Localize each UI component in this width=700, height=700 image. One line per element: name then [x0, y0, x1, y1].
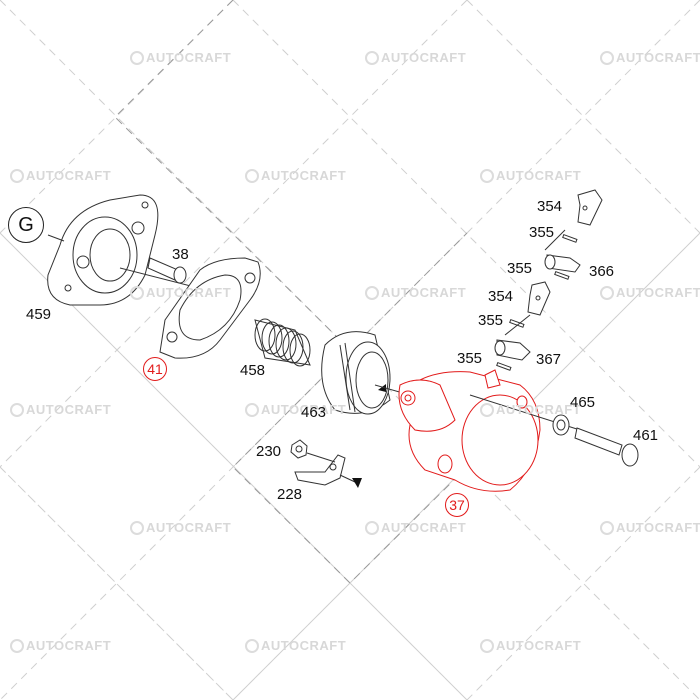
part-461-bolt [574, 427, 639, 467]
label-354-upper: 354 [537, 198, 563, 215]
label-367: 367 [536, 351, 562, 368]
watermark-logo: AUTOCRAFT [245, 402, 346, 417]
watermark-logo: AUTOCRAFT [600, 50, 700, 65]
watermark-logo: AUTOCRAFT [480, 402, 581, 417]
watermark-logo: AUTOCRAFT [130, 50, 231, 65]
watermark-ring-icon [600, 285, 614, 300]
label-355-b: 355 [507, 260, 533, 277]
watermark-text: AUTOCRAFT [26, 402, 112, 417]
watermark-logo: AUTOCRAFT [10, 638, 111, 653]
part-354-bolt-upper [577, 189, 603, 226]
watermark-logo: AUTOCRAFT [365, 520, 466, 535]
watermark-text: AUTOCRAFT [496, 168, 582, 183]
label-37: 37 [445, 493, 469, 517]
part-459-flange [47, 194, 159, 306]
watermark-ring-icon [245, 168, 259, 183]
watermark-logo: AUTOCRAFT [480, 168, 581, 183]
part-228-bracket [294, 454, 346, 486]
part-463-piston [321, 331, 391, 415]
watermark-ring-icon [245, 638, 259, 653]
watermark-ring-icon [480, 638, 494, 653]
label-461: 461 [633, 427, 659, 444]
label-354-lower: 354 [488, 288, 514, 305]
watermark-text: AUTOCRAFT [261, 168, 347, 183]
label-355-c: 355 [478, 312, 504, 329]
label-355-a: 355 [529, 224, 555, 241]
watermark-logo: AUTOCRAFT [600, 285, 700, 300]
label-465: 465 [570, 394, 596, 411]
frame-diamonds [114, 0, 468, 584]
watermark-ring-icon [10, 638, 24, 653]
watermark-logo: AUTOCRAFT [365, 285, 466, 300]
watermark-logo: AUTOCRAFT [245, 638, 346, 653]
label-41: 41 [143, 357, 167, 381]
part-355-washer [496, 234, 578, 371]
watermark-ring-icon [10, 168, 24, 183]
watermark-text: AUTOCRAFT [26, 168, 112, 183]
watermark-logo: AUTOCRAFT [130, 285, 231, 300]
part-230-nut [290, 439, 308, 459]
part-37-pump-body [398, 369, 541, 492]
part-458-spring [254, 318, 311, 367]
label-458: 458 [240, 362, 266, 379]
label-366: 366 [589, 263, 615, 280]
watermark-ring-icon [600, 520, 614, 535]
label-228: 228 [277, 486, 303, 503]
watermark-text: AUTOCRAFT [616, 285, 700, 300]
watermark-text: AUTOCRAFT [381, 285, 467, 300]
watermark-ring-icon [10, 402, 24, 417]
watermark-text: AUTOCRAFT [616, 520, 700, 535]
label-355-d: 355 [457, 350, 483, 367]
watermark-text: AUTOCRAFT [496, 402, 582, 417]
label-230: 230 [256, 443, 282, 460]
watermark-ring-icon [365, 520, 379, 535]
watermark-logo: AUTOCRAFT [365, 50, 466, 65]
label-38: 38 [172, 246, 189, 263]
label-463: 463 [301, 404, 327, 421]
watermark-ring-icon [365, 50, 379, 65]
part-354-bolt-lower [527, 281, 551, 316]
part-465-washer [552, 414, 570, 436]
label-459: 459 [26, 306, 52, 323]
part-367-valve [494, 339, 531, 361]
watermark-logo: AUTOCRAFT [600, 520, 700, 535]
part-38-screw [147, 257, 187, 284]
arrow-marker-2 [352, 478, 362, 488]
watermark-ring-icon [480, 402, 494, 417]
watermark-ring-icon [130, 520, 144, 535]
watermark-logo: AUTOCRAFT [130, 520, 231, 535]
watermark-ring-icon [130, 285, 144, 300]
arrow-marker-1 [378, 384, 386, 392]
watermark-logo: AUTOCRAFT [10, 402, 111, 417]
watermark-logo: AUTOCRAFT [10, 168, 111, 183]
watermark-text: AUTOCRAFT [26, 638, 112, 653]
group-marker-g: G [8, 207, 44, 243]
watermark-text: AUTOCRAFT [496, 638, 582, 653]
watermark-text: AUTOCRAFT [381, 520, 467, 535]
watermark-ring-icon [245, 402, 259, 417]
watermark-logo: AUTOCRAFT [480, 638, 581, 653]
watermark-text: AUTOCRAFT [146, 285, 232, 300]
part-41-gasket [159, 257, 261, 359]
watermark-ring-icon [130, 50, 144, 65]
watermark-text: AUTOCRAFT [261, 402, 347, 417]
watermark-ring-icon [600, 50, 614, 65]
watermark-ring-icon [480, 168, 494, 183]
watermark-text: AUTOCRAFT [146, 50, 232, 65]
watermark-text: AUTOCRAFT [261, 638, 347, 653]
watermark-text: AUTOCRAFT [146, 520, 232, 535]
watermark-text: AUTOCRAFT [616, 50, 700, 65]
watermark-ring-icon [365, 285, 379, 300]
part-366-valve [544, 254, 581, 273]
watermark-text: AUTOCRAFT [381, 50, 467, 65]
watermark-logo: AUTOCRAFT [245, 168, 346, 183]
